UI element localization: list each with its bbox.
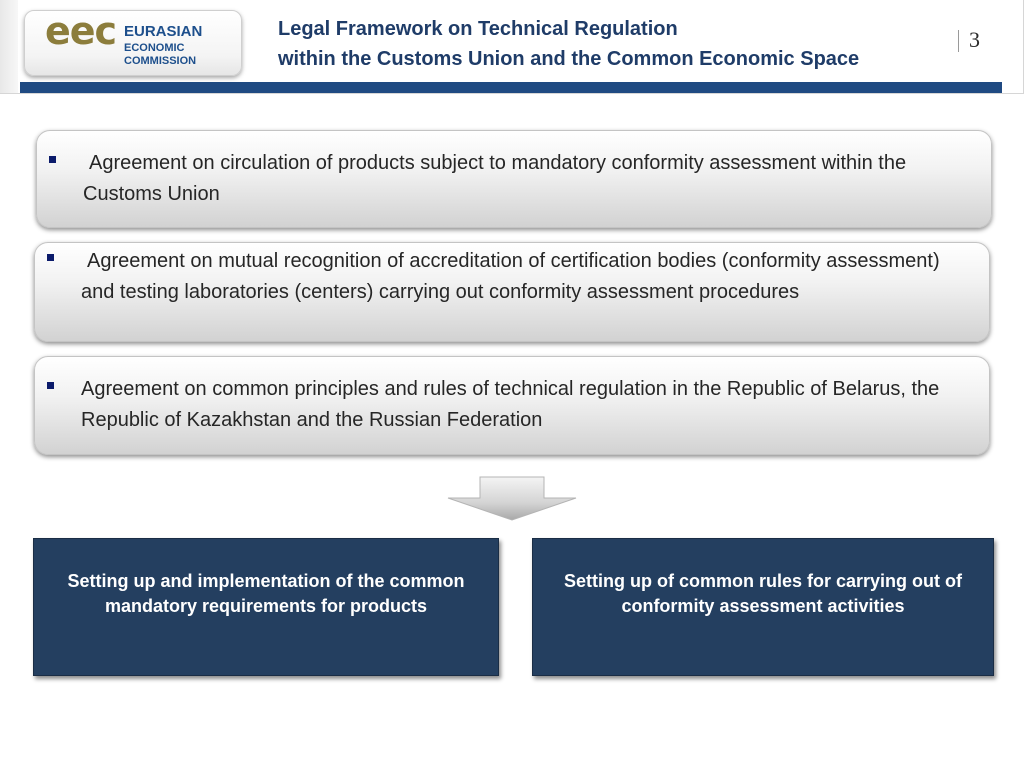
outcome-box-conformity-assessment-rules: Setting up of common rules for carrying …: [532, 538, 994, 676]
logo-mark: eec: [45, 9, 117, 53]
agreement-text: Agreement on common principles and rules…: [81, 378, 940, 431]
header-left-strip: [0, 0, 18, 94]
header-divider: [0, 93, 1024, 94]
agreement-text: Agreement on circulation of products sub…: [83, 152, 907, 205]
agreement-box-customs-union-circulation: Agreement on circulation of products sub…: [36, 130, 992, 228]
outcome-text: Setting up of common rules for carrying …: [563, 571, 962, 616]
agreement-box-mutual-recognition: Agreement on mutual recognition of accre…: [34, 242, 990, 342]
logo-name-line-3: COMMISSION: [124, 55, 197, 67]
page-number-separator: [958, 30, 959, 52]
page-number: 3: [969, 27, 980, 52]
eec-logo: eec EURASIAN ECONOMIC COMMISSION: [24, 9, 242, 76]
slide-title: Legal Framework on Technical Regulation …: [278, 14, 938, 74]
logo-name-line-2: ECONOMIC: [124, 42, 185, 54]
square-bullet-icon: [49, 156, 56, 163]
logo-name-line-1: EURASIAN: [124, 23, 203, 40]
square-bullet-icon: [47, 382, 54, 389]
header-accent-bar: [20, 82, 1002, 93]
down-arrow-icon: [447, 476, 577, 521]
outcome-text: Setting up and implementation of the com…: [67, 571, 465, 616]
slide-title-line-2: within the Customs Union and the Common …: [278, 48, 860, 70]
agreement-text: Agreement on mutual recognition of accre…: [81, 250, 940, 303]
outcome-box-mandatory-requirements: Setting up and implementation of the com…: [33, 538, 499, 676]
square-bullet-icon: [47, 254, 54, 261]
agreement-box-common-principles: Agreement on common principles and rules…: [34, 356, 990, 455]
slide-title-line-1: Legal Framework on Technical Regulation: [278, 18, 678, 40]
